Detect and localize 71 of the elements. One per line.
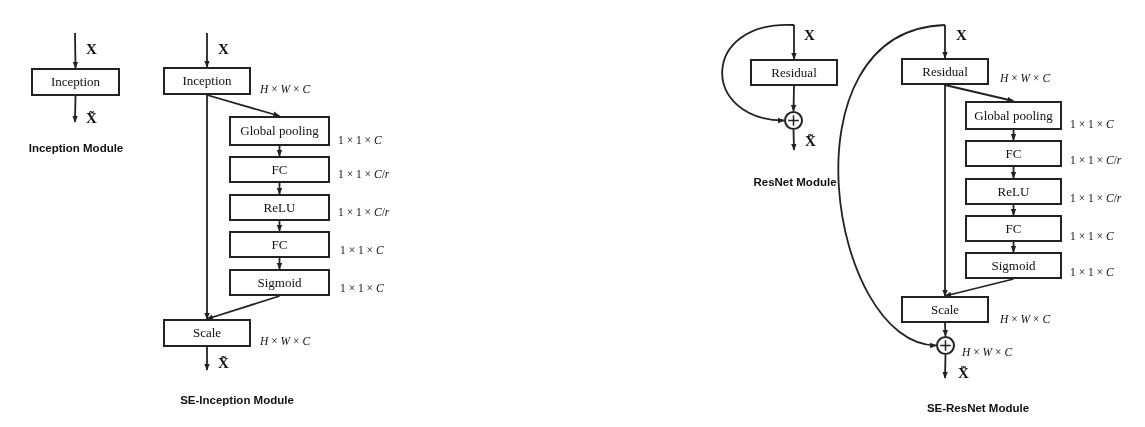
sum-circle bbox=[784, 111, 803, 130]
process-box: FC bbox=[229, 231, 330, 258]
arrow bbox=[206, 295, 281, 320]
arrow bbox=[276, 257, 283, 270]
process-box: Scale bbox=[901, 296, 989, 323]
arrow bbox=[72, 32, 79, 69]
arrow bbox=[204, 32, 210, 68]
edge-label: X̃ bbox=[958, 366, 969, 381]
process-box: ReLU bbox=[229, 194, 330, 221]
arrow bbox=[942, 322, 949, 337]
process-box: FC bbox=[229, 156, 330, 183]
module-caption: SE-Inception Module bbox=[180, 394, 294, 406]
dimension-text: 1 × 1 × C/r bbox=[1070, 154, 1122, 166]
arrow bbox=[276, 220, 283, 232]
dimension-text: 1 × 1 × C bbox=[1070, 118, 1114, 130]
process-box: Global pooling bbox=[229, 116, 330, 146]
process-box: FC bbox=[965, 140, 1062, 167]
module-caption: ResNet Module bbox=[753, 176, 837, 188]
dimension-text: 1 × 1 × C bbox=[340, 282, 384, 294]
arrow bbox=[204, 94, 210, 320]
arrow bbox=[791, 24, 797, 60]
dimension-text: 1 × 1 × C/r bbox=[1070, 192, 1122, 204]
arrow bbox=[1010, 166, 1017, 179]
edge-label: X̃ bbox=[805, 134, 816, 149]
arrow bbox=[790, 85, 797, 112]
process-box: ReLU bbox=[965, 178, 1062, 205]
edge-label: X̃ bbox=[86, 111, 97, 126]
dimension-text: 1 × 1 × C/r bbox=[338, 206, 390, 218]
arrow bbox=[72, 95, 78, 123]
arrow bbox=[206, 94, 281, 117]
process-box: Inception bbox=[31, 68, 120, 96]
module-caption: SE-ResNet Module bbox=[926, 402, 1030, 414]
arrow bbox=[944, 278, 1015, 298]
dimension-text: H × W × C bbox=[260, 83, 311, 95]
dimension-text: H × W × C bbox=[1000, 313, 1051, 325]
process-box: Sigmoid bbox=[229, 269, 330, 296]
process-box: Sigmoid bbox=[965, 252, 1062, 279]
edge-label: X bbox=[218, 42, 229, 57]
arrow bbox=[944, 84, 1015, 103]
dimension-text: 1 × 1 × C bbox=[338, 134, 382, 146]
edge-label: X bbox=[804, 28, 815, 43]
dimension-text: H × W × C bbox=[1000, 72, 1051, 84]
arrow bbox=[1010, 204, 1017, 216]
arrow bbox=[942, 354, 948, 379]
dimension-text: 1 × 1 × C bbox=[340, 244, 384, 256]
process-box: Residual bbox=[901, 58, 989, 85]
arrow bbox=[838, 24, 946, 347]
sum-circle bbox=[936, 336, 955, 355]
arrow bbox=[1010, 241, 1017, 253]
dimension-text: 1 × 1 × C bbox=[1070, 230, 1114, 242]
process-box: FC bbox=[965, 215, 1062, 242]
process-box: Scale bbox=[163, 319, 251, 347]
arrow bbox=[276, 145, 283, 157]
module-caption: Inception Module bbox=[28, 142, 124, 154]
dimension-text: H × W × C bbox=[260, 335, 311, 347]
process-box: Residual bbox=[750, 59, 838, 86]
arrow bbox=[791, 129, 797, 151]
arrow bbox=[276, 182, 283, 195]
process-box: Inception bbox=[163, 67, 251, 95]
edge-label: X bbox=[86, 42, 97, 57]
arrow bbox=[942, 24, 948, 59]
process-box: Global pooling bbox=[965, 101, 1062, 130]
edge-label: X bbox=[956, 28, 967, 43]
arrow bbox=[721, 24, 795, 123]
arrow bbox=[204, 346, 210, 371]
arrow bbox=[942, 84, 948, 297]
edge-label: X̃ bbox=[218, 356, 229, 371]
arrow bbox=[1010, 129, 1017, 141]
dimension-text: 1 × 1 × C/r bbox=[338, 168, 390, 180]
dimension-text: 1 × 1 × C bbox=[1070, 266, 1114, 278]
dimension-text: H × W × C bbox=[962, 346, 1013, 358]
